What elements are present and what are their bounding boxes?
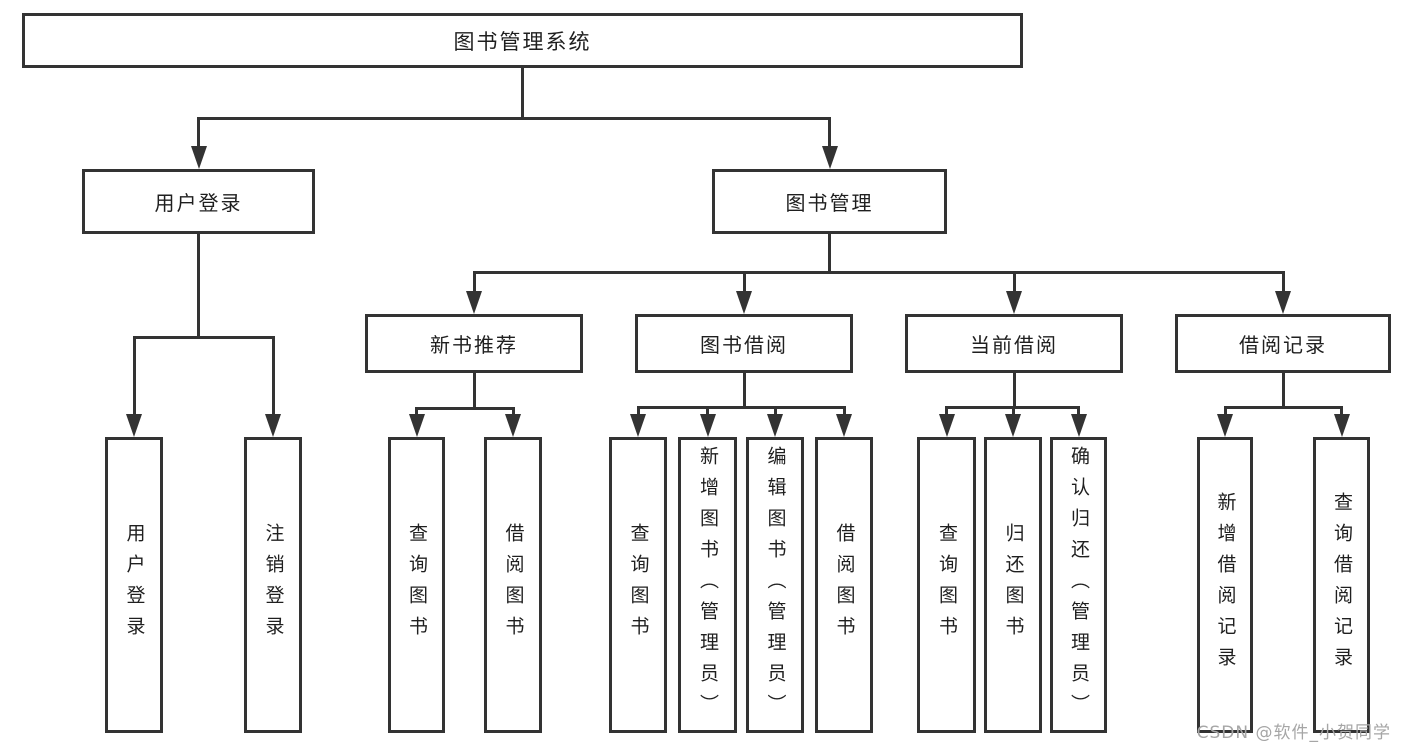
edge-drop [132, 336, 136, 420]
edge-stem [1281, 373, 1285, 409]
node-add-book: 新增图书（管理员） [678, 437, 737, 733]
edge-drop [1012, 271, 1016, 297]
arrowhead-down-icon [821, 146, 838, 169]
edge-drop [636, 406, 640, 420]
arrowhead-down-icon [1070, 414, 1087, 437]
edge-bar [636, 406, 846, 409]
node-query-book-3: 查询图书 [917, 437, 976, 733]
edge-drop [945, 406, 948, 420]
edge-stem [521, 68, 524, 120]
edge-stem [742, 373, 746, 409]
node-edit-book: 编辑图书（管理员） [746, 437, 804, 733]
edge-bar [197, 117, 831, 120]
edge-drop [742, 271, 746, 297]
node-borrow-book-1: 借阅图书 [484, 437, 542, 733]
node-root: 图书管理系统 [22, 13, 1023, 68]
node-confirm-return: 确认归还（管理员） [1050, 437, 1107, 733]
edge-drop [415, 407, 418, 420]
node-query-borrow-record: 查询借阅记录 [1313, 437, 1370, 733]
arrowhead-down-icon [699, 414, 716, 437]
edge-stem [197, 234, 200, 339]
edge-drop [1223, 406, 1227, 420]
edge-drop [197, 117, 200, 152]
arrowhead-down-icon [938, 414, 955, 437]
node-logout-leaf: 注销登录 [244, 437, 302, 733]
node-query-book-2: 查询图书 [609, 437, 667, 733]
edge-stem [828, 234, 831, 274]
node-query-book-1: 查询图书 [388, 437, 445, 733]
edge-drop [1340, 406, 1343, 420]
arrowhead-down-icon [466, 291, 482, 314]
arrowhead-down-icon [505, 414, 521, 437]
edge-drop [472, 271, 476, 297]
arrowhead-down-icon [767, 414, 783, 437]
node-current-borrow: 当前借阅 [905, 314, 1123, 373]
watermark-text: CSDN @软件_小贺同学 [1196, 723, 1391, 743]
arrowhead-down-icon [736, 291, 752, 314]
node-add-borrow-record: 新增借阅记录 [1197, 437, 1253, 733]
edge-drop [773, 406, 777, 420]
arrowhead-down-icon [408, 414, 425, 437]
edge-drop [1077, 406, 1080, 420]
node-borrow-book-2: 借阅图书 [815, 437, 873, 733]
node-borrow-record: 借阅记录 [1175, 314, 1391, 373]
edge-stem [1012, 373, 1016, 409]
arrowhead-down-icon [1275, 291, 1291, 314]
edge-drop [1281, 271, 1285, 297]
arrowhead-down-icon [126, 414, 142, 437]
edge-bar [415, 407, 515, 410]
arrowhead-down-icon [1006, 291, 1022, 314]
arrowhead-down-icon [190, 146, 207, 169]
edge-bar [1223, 406, 1343, 409]
node-book-borrow: 图书借阅 [635, 314, 853, 373]
edge-stem [472, 373, 476, 410]
arrowhead-down-icon [836, 414, 852, 437]
arrowhead-down-icon [1005, 414, 1021, 437]
node-return-book: 归还图书 [984, 437, 1042, 733]
edge-drop [706, 406, 709, 420]
node-user-login-group: 用户登录 [82, 169, 315, 234]
arrowhead-down-icon [265, 414, 281, 437]
arrowhead-down-icon [630, 414, 646, 437]
edge-bar [132, 336, 275, 339]
node-new-book-rec: 新书推荐 [365, 314, 583, 373]
edge-drop [511, 407, 515, 420]
node-user-login-leaf: 用户登录 [105, 437, 163, 733]
edge-drop [271, 336, 275, 420]
edge-bar [472, 271, 1285, 274]
edge-drop [842, 406, 846, 420]
edge-drop [828, 117, 831, 152]
node-book-mgmt: 图书管理 [712, 169, 947, 234]
arrowhead-down-icon [1217, 414, 1233, 437]
edge-drop [1011, 406, 1015, 420]
arrowhead-down-icon [1333, 414, 1350, 437]
